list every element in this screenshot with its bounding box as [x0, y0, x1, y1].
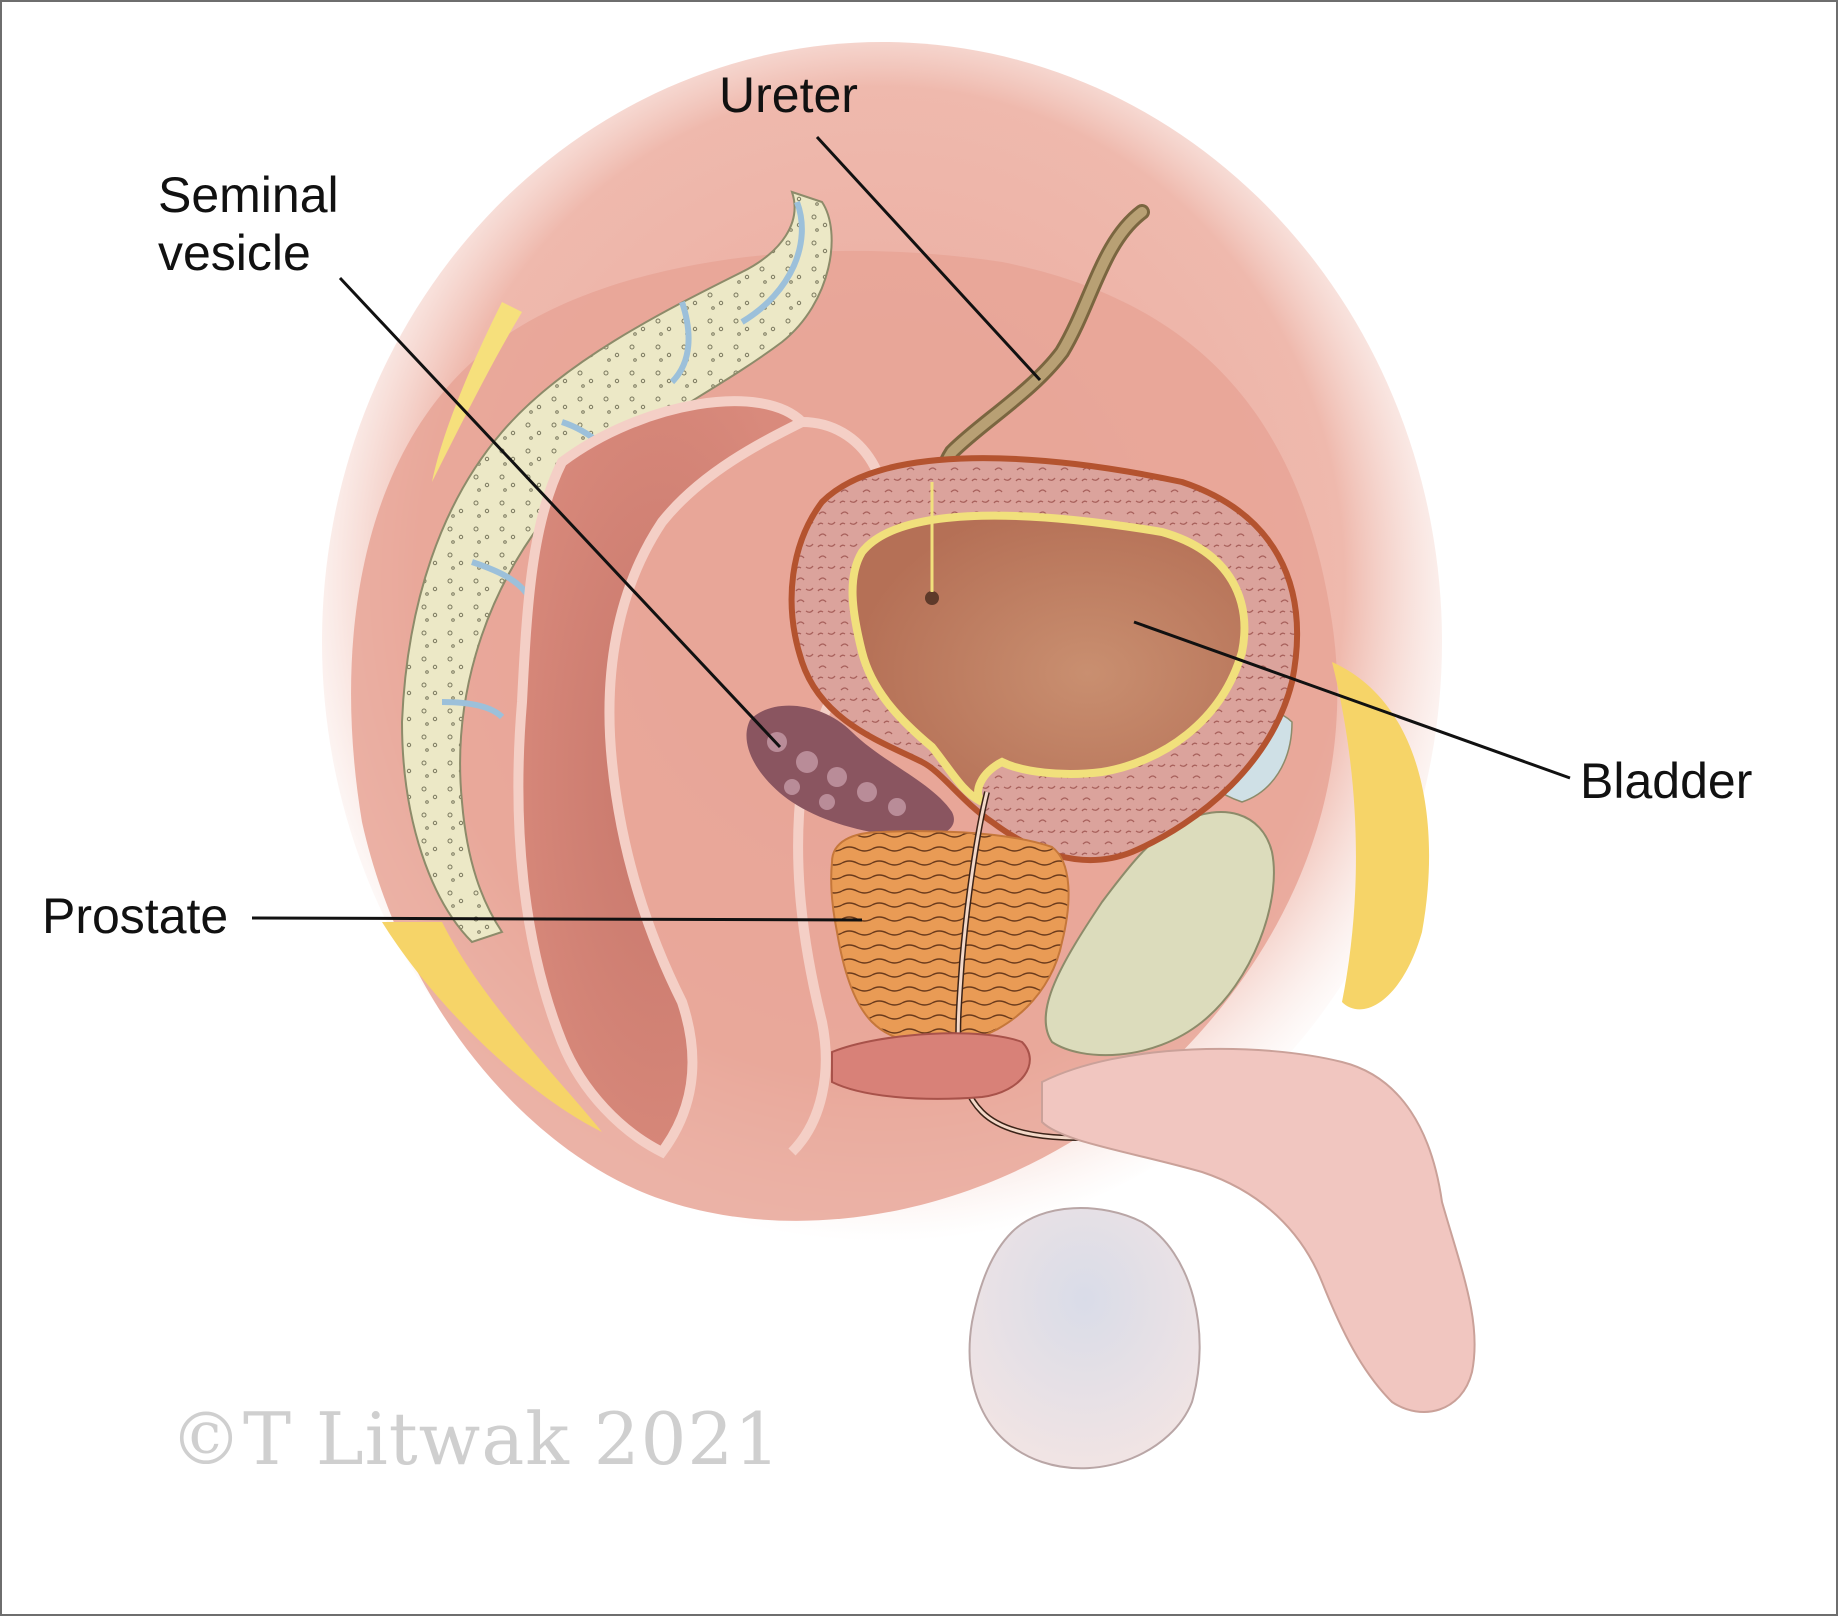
- penis: [1041, 1047, 1476, 1413]
- seminal-vesicle-label-line2: vesicle: [158, 225, 311, 281]
- fat-tissue: [382, 302, 1430, 1132]
- leader-lines: [251, 135, 1571, 922]
- testis: [968, 1207, 1201, 1470]
- bladder-leader-line: [1133, 620, 1571, 780]
- prostate: [830, 830, 1070, 1045]
- seminal-vesicle-label-line1: Seminal: [158, 167, 339, 223]
- seminal-vesicle-leader-line: [338, 276, 782, 749]
- ureter-label: Ureter: [719, 67, 858, 123]
- prostate-label: Prostate: [42, 888, 229, 944]
- bladder-label: Bladder: [1580, 753, 1753, 809]
- seminal-vesicle: [746, 705, 954, 839]
- bladder: [788, 455, 1301, 863]
- prostate-leader-line: [251, 916, 863, 922]
- copyright-text: ©T Litwak 2021: [170, 1397, 781, 1481]
- ureter-leader-line: [815, 135, 1042, 382]
- urethral-bulb: [831, 1032, 1031, 1100]
